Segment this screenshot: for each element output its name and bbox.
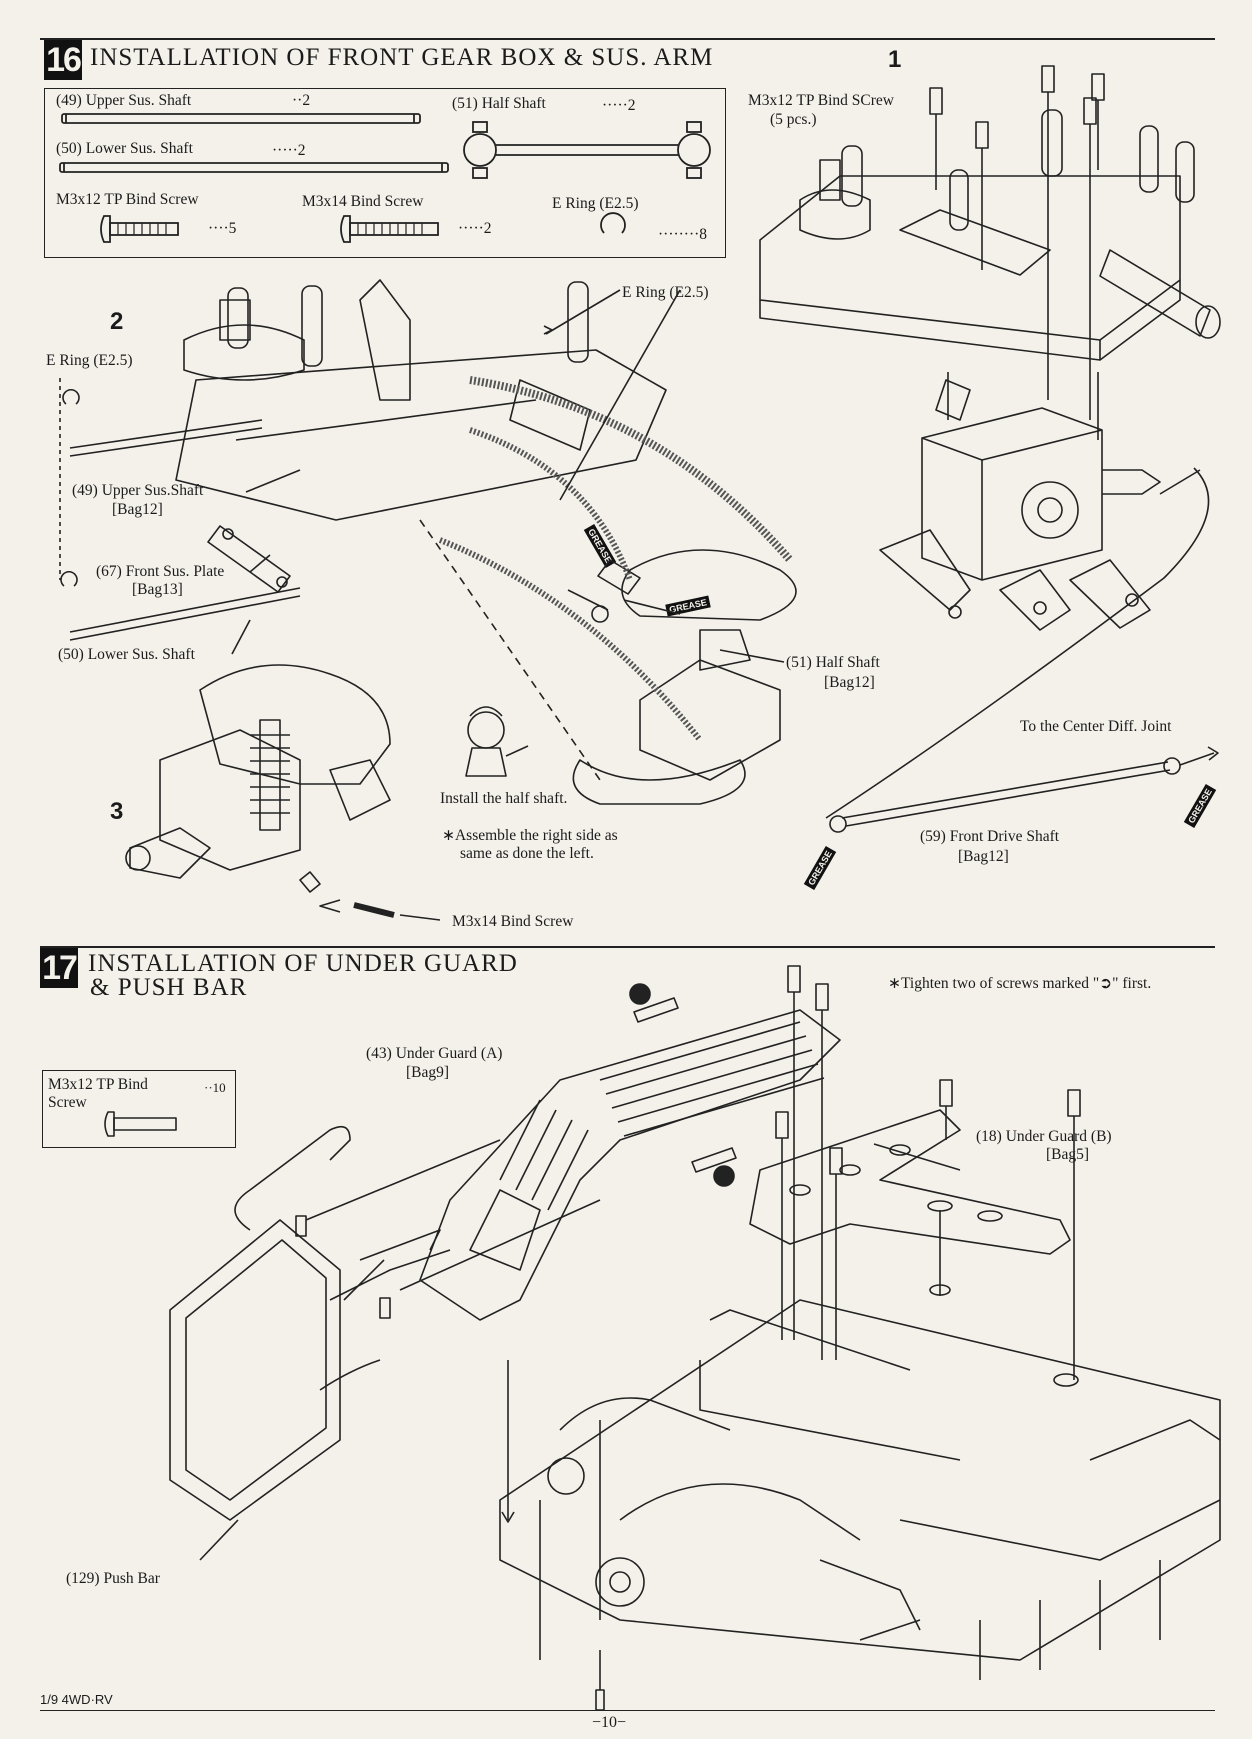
step-17-screw-label-1: M3x12 TP Bind: [48, 1076, 148, 1093]
sub2-ering-left: E Ring (E2.5): [46, 352, 133, 369]
step-17-screw-label-2: Screw: [48, 1094, 87, 1111]
under-guard-b-label: (18) Under Guard (B): [976, 1128, 1112, 1145]
step-16-number: 16: [44, 40, 82, 80]
sub2-half-shaft-bag: [Bag12]: [824, 674, 875, 691]
sub2-lower-shaft: (50) Lower Sus. Shaft: [58, 646, 195, 663]
sub2-plate: (67) Front Sus. Plate: [96, 563, 225, 580]
step-17-title-line-1: INSTALLATION OF UNDER GUARD: [88, 950, 518, 977]
lower-shaft-qty: ·····2: [272, 142, 306, 159]
step-17-screw-qty: ··10: [204, 1080, 226, 1095]
front-drive-shaft-label: (59) Front Drive Shaft: [920, 828, 1060, 845]
footer-model: 1/9 4WD·RV: [40, 1692, 113, 1707]
m3x14-label: M3x14 Bind Screw: [302, 193, 424, 210]
upper-shaft-qty: ··2: [292, 92, 311, 109]
sub2-assemble-note-1: ∗Assemble the right side as: [442, 827, 618, 844]
half-shaft-label: (51) Half Shaft: [452, 95, 546, 112]
sub-step-1-number: 1: [888, 46, 902, 73]
sub2-plate-bag: [Bag13]: [132, 581, 183, 598]
sub-step-3-number: 3: [110, 798, 124, 825]
under-guard-b-bag: [Bag5]: [1046, 1146, 1090, 1163]
sub1-screw-qty: (5 pcs.): [770, 111, 817, 128]
step-17-note: ∗Tighten two of screws marked "➲" first.: [888, 975, 1152, 992]
m3x12-qty: ····5: [208, 220, 237, 237]
step-16-title: INSTALLATION OF FRONT GEAR BOX & SUS. AR…: [90, 44, 714, 71]
sub3-screw-label: M3x14 Bind Screw: [452, 913, 574, 930]
footer-page-number: −10−: [592, 1714, 627, 1731]
sub2-half-shaft: (51) Half Shaft: [786, 654, 880, 671]
ering-qty: ········8: [658, 226, 708, 243]
step-17-parts-box: [42, 1070, 236, 1148]
push-bar-label: (129) Push Bar: [66, 1570, 160, 1587]
sub-step-2-number: 2: [110, 308, 124, 335]
sub1-screw-label: M3x12 TP Bind SCrew: [748, 92, 894, 109]
lower-shaft-label: (50) Lower Sus. Shaft: [56, 140, 193, 157]
sub2-ering-right: E Ring (E2.5): [622, 284, 709, 301]
step-17-title-line-2: & PUSH BAR: [90, 974, 248, 1001]
sub2-upper-shaft: (49) Upper Sus.Shaft: [72, 482, 204, 499]
step-16-parts-box: [44, 88, 726, 258]
front-drive-shaft-bag: [Bag12]: [958, 848, 1009, 865]
sub2-assemble-note-2: same as done the left.: [460, 845, 594, 862]
sub2-upper-shaft-bag: [Bag12]: [112, 501, 163, 518]
step-17-rule: [40, 946, 1215, 948]
to-center-diff-label: To the Center Diff. Joint: [1020, 718, 1172, 735]
under-guard-a-label: (43) Under Guard (A): [366, 1045, 503, 1062]
sub2-install-note: Install the half shaft.: [440, 790, 568, 807]
step-17-number: 17: [40, 948, 78, 988]
m3x14-qty: ·····2: [458, 220, 492, 237]
upper-shaft-label: (49) Upper Sus. Shaft: [56, 92, 192, 109]
m3x12-label: M3x12 TP Bind Screw: [56, 191, 199, 208]
top-rule: [40, 38, 1215, 40]
under-guard-a-bag: [Bag9]: [406, 1064, 450, 1081]
half-shaft-qty: ·····2: [602, 97, 636, 114]
ering-label: E Ring (E2.5): [552, 195, 639, 212]
bottom-rule: [40, 1710, 1215, 1711]
